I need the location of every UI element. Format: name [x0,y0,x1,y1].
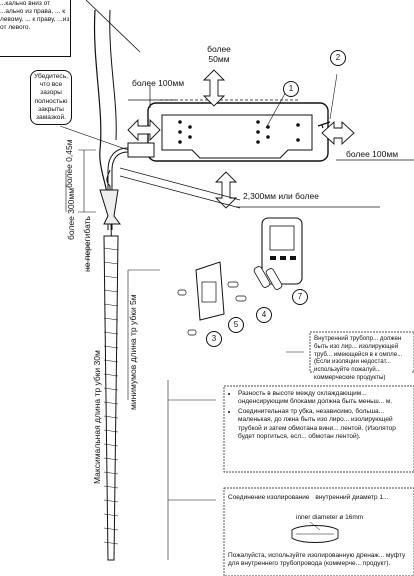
callout-2-text: 2 [335,53,341,62]
inner-diameter-ru-text: внутренний диаметр 1... [315,494,389,501]
wall-plugs [177,281,247,336]
callout-4-text: 4 [261,310,267,319]
bullet-insulation-text: Соединительная тр убка, независимо, боль… [238,408,396,440]
label-more-300mm-text: более 300мм [66,187,76,240]
clearance-arrow-top [202,69,226,107]
note-top-left-text: ...кально вниз от ...ально из права, ...… [0,0,70,32]
batteries [253,266,283,290]
pipe-sleeve [127,142,155,158]
label-do-not-bend-text: не перегибать [82,216,92,272]
bullet-height-difference: Разность в высоте между охлаждающим... о… [238,390,412,406]
clearance-arrow-floor [214,171,238,209]
callout-1-text: 1 [288,84,294,93]
label-more-50mm-text: более 50мм [207,44,231,64]
drain-hose-coil [103,235,119,561]
label-more-100mm-left-text: более 100мм [132,78,185,88]
height-bullets-note: Разность в высоте между охлаждающим... о… [228,390,412,443]
callout-7-text: 7 [297,292,303,301]
callout-3: 3 [206,331,222,347]
label-height-2300: 2,300мм или более [243,191,319,201]
mounting-holes [178,120,300,144]
label-do-not-bend: не перегибать [82,216,92,272]
ceiling-line [85,0,141,53]
bent-pipe [106,169,113,263]
label-min-pipe-length-text: минимумов длина тр убки 5м [128,294,138,410]
clearance-arrow-left [127,118,161,142]
label-more-50mm: более 50мм [198,44,240,64]
connection-title: Соединение изолирование внутренний диаме… [228,494,412,502]
label-more-045m-text: более 0,45м [64,139,74,188]
inner-diameter-en: inner diameter ø 16mm [296,514,363,522]
label-more-045m: более 0,45м [64,139,74,188]
wall-outline [93,9,109,211]
note-top-left: ...кально вниз от ...ально из права, ...… [0,0,71,57]
callout-5-text: 5 [233,320,239,329]
label-max-pipe-length-text: Максимальная длина тр убки 30м [92,350,102,484]
pipe-tape-wrap [99,189,121,225]
callout-2: 2 [330,50,346,66]
callout-3-text: 3 [211,334,217,343]
label-height-2300-text: 2,300мм или более [243,191,319,201]
check-gaps-note: Убедитесь, что все зазоры полностью закр… [30,70,72,126]
callout-7: 7 [292,289,308,305]
drain-note: Пожалуйста, используйте изолированную др… [228,552,412,568]
label-max-pipe-length: Максимальная длина тр убки 30м [92,350,102,484]
callout-1: 1 [283,81,299,97]
label-more-100mm-right-text: более 100мм [346,149,399,159]
screw-icon [317,121,331,129]
drain-note-text: Пожалуйста, используйте изолированную др… [228,552,406,568]
height-bullets-panel [223,385,414,473]
label-min-pipe-length: минимумов длина тр убки 5м [128,294,138,410]
mounting-plate [161,114,313,159]
check-gaps-text: Убедитесь, что все зазоры полностью закр… [34,73,68,122]
callout-4: 4 [256,307,272,323]
label-more-100mm-right: более 100мм [346,149,398,159]
callout-5: 5 [228,317,244,333]
bullet-height-difference-text: Разность в высоте между охлаждающим... о… [238,390,393,406]
internal-pipe-note-text: Внутренний трубопр... должен быть изо ли… [314,335,403,381]
label-more-300mm: более 300мм [66,188,76,240]
bullet-insulation: Соединительная тр убка, независимо, боль… [238,408,412,441]
connection-title-text: Соединение изолирование [228,494,310,501]
clearance-arrow-right [321,120,355,146]
internal-pipe-note: Внутренний трубопр... должен быть изо ли… [314,335,412,382]
inner-diameter-en-text: inner diameter ø 16mm [296,514,364,521]
label-more-100mm-left: более 100мм [132,78,184,88]
wall-outline-inner [109,9,117,141]
